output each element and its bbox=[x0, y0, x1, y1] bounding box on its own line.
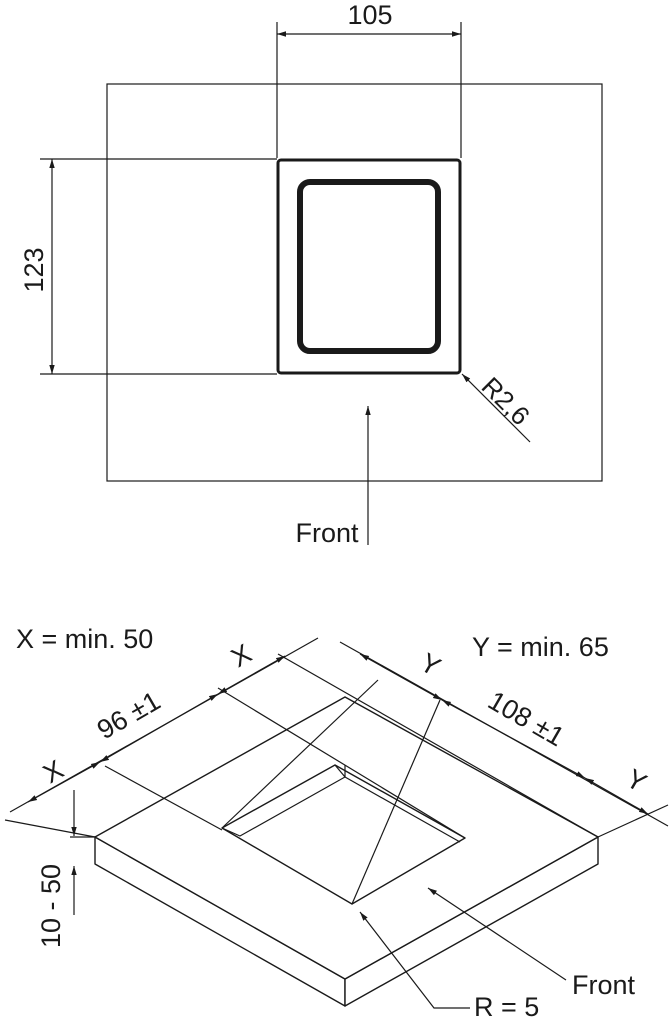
depth-arrow bbox=[441, 699, 586, 779]
front-label-iso: Front bbox=[572, 970, 636, 1000]
top-view: 105 123 R2,6 Front bbox=[19, 0, 603, 548]
y-rule-label: Y = min. 65 bbox=[472, 632, 609, 662]
basin-outline bbox=[297, 179, 441, 354]
ext-line-x3 bbox=[277, 653, 599, 838]
ext-line-x1 bbox=[104, 765, 223, 831]
thickness-label: 10 - 50 bbox=[36, 864, 66, 948]
x-label-left: X bbox=[38, 754, 69, 789]
y-label-top: Y bbox=[415, 647, 446, 682]
width-dimension-label: 105 bbox=[347, 0, 392, 30]
front-label: Front bbox=[295, 518, 359, 548]
radius-leader bbox=[461, 373, 531, 443]
ext-line-y3 bbox=[597, 804, 669, 838]
x-arrow-right bbox=[217, 655, 286, 695]
x-arrow-left bbox=[27, 761, 101, 803]
ext-line-y2 bbox=[351, 699, 441, 905]
x-rule-label: X = min. 50 bbox=[16, 624, 153, 654]
cutout-outline bbox=[276, 158, 462, 375]
width-label: 96 ±1 bbox=[92, 686, 165, 746]
height-dimension-label: 123 bbox=[19, 247, 49, 292]
y-arrow-top bbox=[359, 653, 443, 701]
ext-line-x2 bbox=[217, 687, 466, 839]
y-arrow-bottom bbox=[584, 777, 649, 815]
width-arrow bbox=[99, 693, 219, 763]
radius-leader-iso bbox=[359, 911, 470, 1009]
ext-line-y1 bbox=[221, 679, 379, 829]
ext-line-x0 bbox=[4, 819, 96, 838]
cutout-floor-edge-right bbox=[344, 776, 461, 843]
depth-label: 108 ±1 bbox=[483, 685, 569, 752]
countertop-outline bbox=[106, 83, 603, 482]
radius-label: R2,6 bbox=[476, 371, 536, 431]
iso-view: X = min. 50 Y = min. 65 X X 96 ±1 Y 108 … bbox=[4, 624, 669, 1022]
front-leader-iso bbox=[427, 887, 567, 981]
radius-label-iso: R = 5 bbox=[474, 992, 539, 1022]
y-label-bottom: Y bbox=[621, 763, 652, 798]
x-label-right: X bbox=[226, 638, 257, 673]
cutout-back-left-wall bbox=[221, 764, 346, 837]
